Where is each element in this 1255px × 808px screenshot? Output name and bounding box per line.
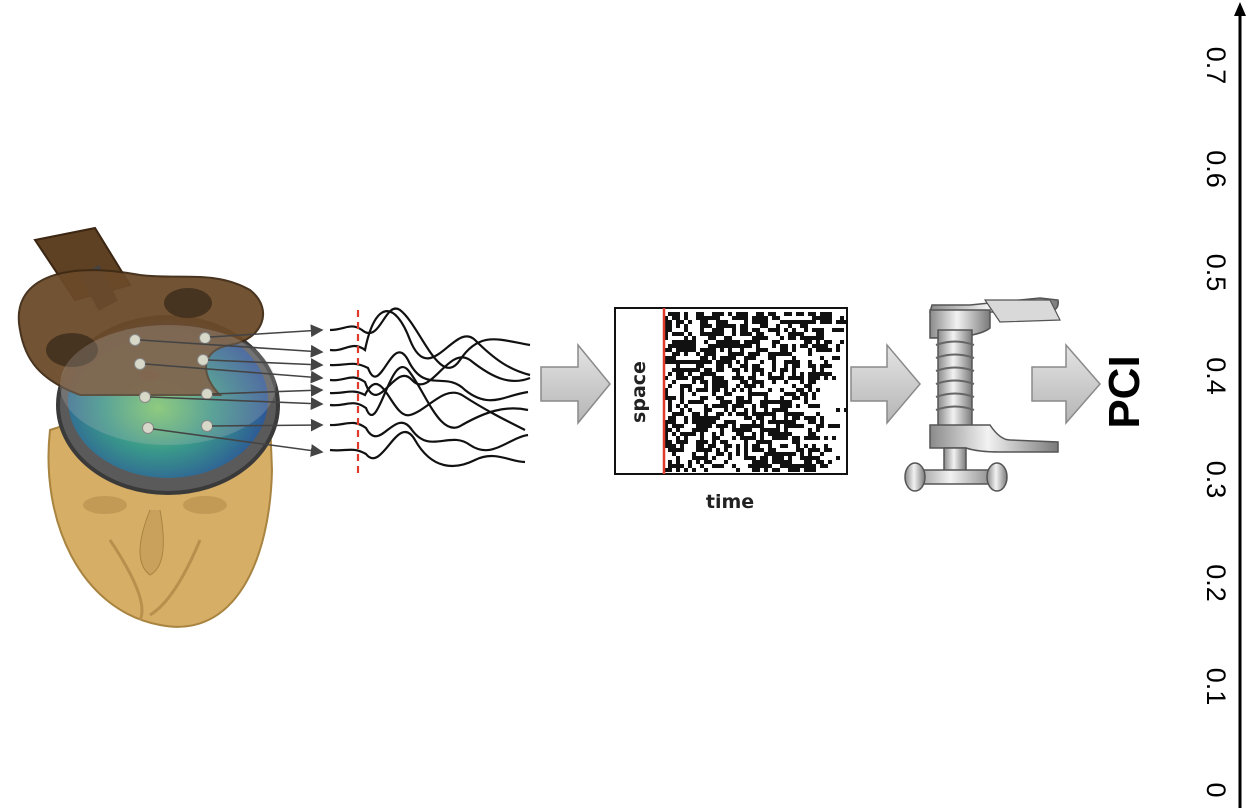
axis-tick-label: 0.6	[1201, 150, 1231, 188]
time-axis-label: time	[706, 491, 754, 513]
pci-scale-axis: 0 0.1 0.2 0.3 0.4 0.5 0.6 0.7	[1201, 2, 1246, 808]
axis-tick-label: 0.1	[1201, 668, 1231, 706]
axis-tick-label: 0.2	[1201, 564, 1231, 602]
raster-noise	[664, 312, 846, 472]
axis-tick-label: 0.4	[1201, 357, 1231, 395]
binary-raster-panel: space time	[614, 307, 848, 513]
block-arrow-icon	[1031, 342, 1101, 426]
head-eeg-tms-icon	[17, 226, 324, 628]
eeg-traces	[329, 307, 531, 468]
clamp-compression-icon	[904, 297, 1061, 492]
block-arrow-icon	[540, 342, 611, 426]
axis-arrowhead	[1234, 2, 1246, 16]
axis-ticks: 0 0.1 0.2 0.3 0.4 0.5 0.6 0.7	[1201, 47, 1231, 798]
electrode-leads	[139, 324, 324, 457]
space-axis-label: space	[628, 361, 650, 423]
axis-tick-label: 0	[1201, 782, 1231, 797]
axis-tick-label: 0.5	[1201, 254, 1231, 292]
eeg-electrodes	[129, 332, 213, 434]
axis-tick-label: 0.7	[1201, 47, 1231, 85]
block-arrow-icon	[850, 342, 921, 426]
axis-tick-label: 0.3	[1201, 461, 1231, 499]
pci-label: PCI	[1100, 355, 1149, 428]
